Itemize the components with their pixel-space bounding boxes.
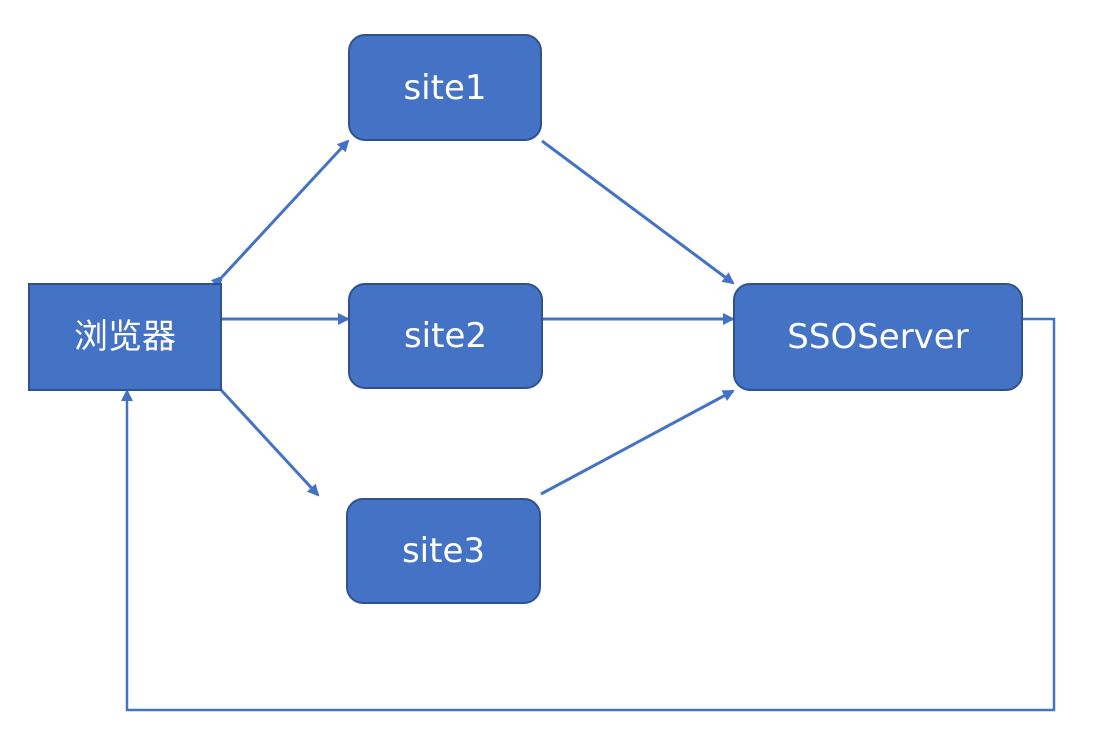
site2-node-label: site2	[403, 316, 488, 356]
site3-node-label: site3	[401, 531, 486, 571]
site1-node-label: site1	[403, 67, 487, 108]
site2-node: site2	[348, 283, 543, 389]
site3-node: site3	[346, 498, 541, 604]
sso-server-node-label: SSOServer	[787, 317, 969, 357]
site1-to-sso-server-arrow	[541, 139, 735, 285]
sso-server-node: SSOServer	[733, 283, 1023, 391]
site3-to-sso-server-arrow	[540, 389, 735, 496]
sso-server-to-browser-return-arrow	[121, 317, 1056, 712]
browser-node: 浏览器	[28, 283, 222, 391]
browser-site1-bidirectional-arrow	[210, 139, 350, 289]
site1-node: site1	[348, 34, 542, 141]
browser-node-label: 浏览器	[74, 317, 176, 357]
browser-site3-bidirectional-arrow	[210, 379, 320, 497]
